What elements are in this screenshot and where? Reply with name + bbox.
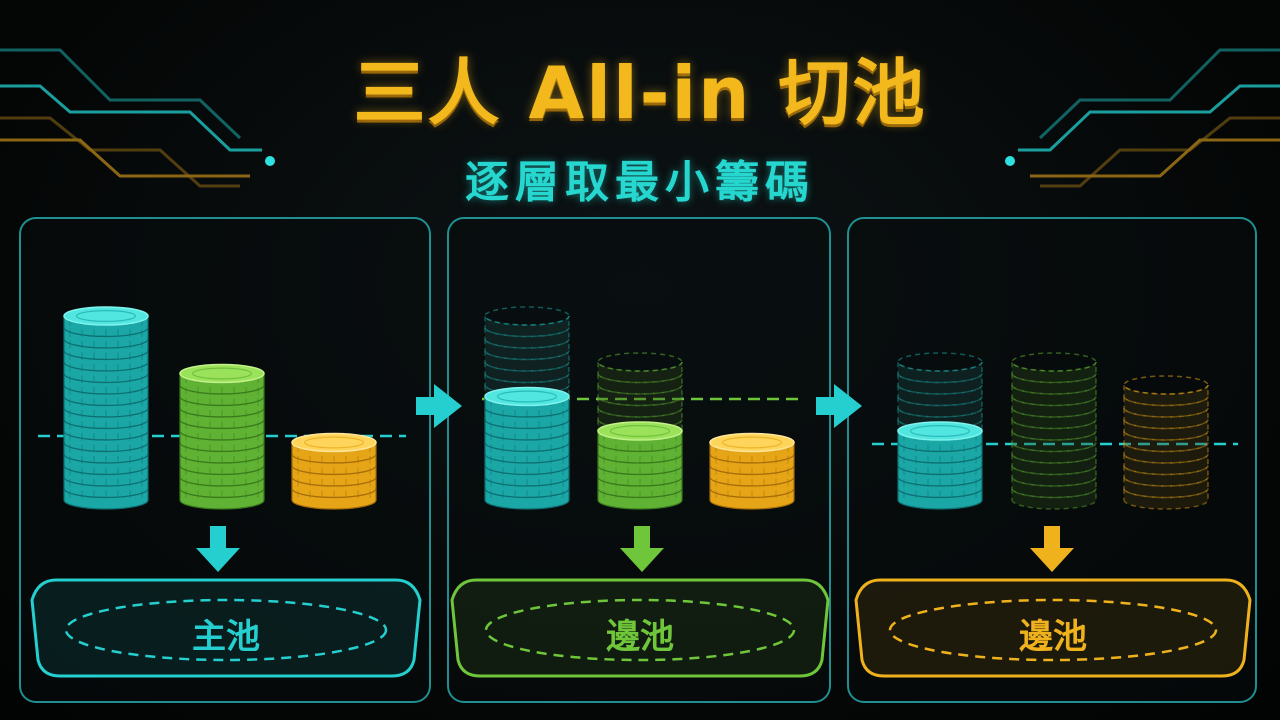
pot-tray-3	[854, 578, 1252, 678]
chip-stack-1-gold	[291, 432, 377, 510]
down-arrow-icon-3	[1030, 526, 1074, 572]
circuit-trace-right-gold-2	[1040, 116, 1280, 188]
pot-label-3: 邊池	[1019, 617, 1087, 657]
chip-stack-1-green	[179, 363, 265, 510]
page-title: 三人 All-in 切池	[353, 51, 927, 135]
circuit-node-left	[265, 156, 275, 166]
chip-stack-2-green	[597, 352, 683, 510]
down-arrow-icon-1	[196, 526, 240, 572]
circuit-trace-right-cyan-2	[1038, 48, 1280, 140]
circuit-node-right	[1005, 156, 1015, 166]
chip-stack-3-gold	[1123, 375, 1209, 510]
pot-tray-1	[30, 578, 422, 678]
circuit-trace-right-cyan-1	[1018, 84, 1280, 152]
pot-tray-2	[450, 578, 830, 678]
right-arrow-icon-1	[416, 384, 462, 428]
chip-stack-3-cyan	[897, 352, 983, 510]
circuit-trace-left-cyan-2	[0, 48, 242, 140]
circuit-trace-right	[1005, 48, 1280, 188]
circuit-trace-left-gold-1	[0, 138, 250, 178]
circuit-trace-left	[0, 48, 275, 188]
circuit-trace-left-gold-2	[0, 116, 240, 188]
chip-stack-2-gold	[709, 432, 795, 510]
page-subtitle: 逐層取最小籌碼	[465, 157, 815, 208]
chip-stack-2-cyan	[484, 306, 570, 510]
right-arrow-icon-2	[816, 384, 862, 428]
down-arrow-icon-2	[620, 526, 664, 572]
chip-stack-1-cyan	[63, 306, 149, 510]
chip-stack-3-green	[1011, 352, 1097, 510]
pot-label-1: 主池	[192, 617, 260, 657]
circuit-trace-left-cyan-1	[0, 84, 262, 152]
pot-label-2: 邊池	[606, 617, 674, 657]
circuit-trace-right-gold-1	[1030, 138, 1280, 178]
